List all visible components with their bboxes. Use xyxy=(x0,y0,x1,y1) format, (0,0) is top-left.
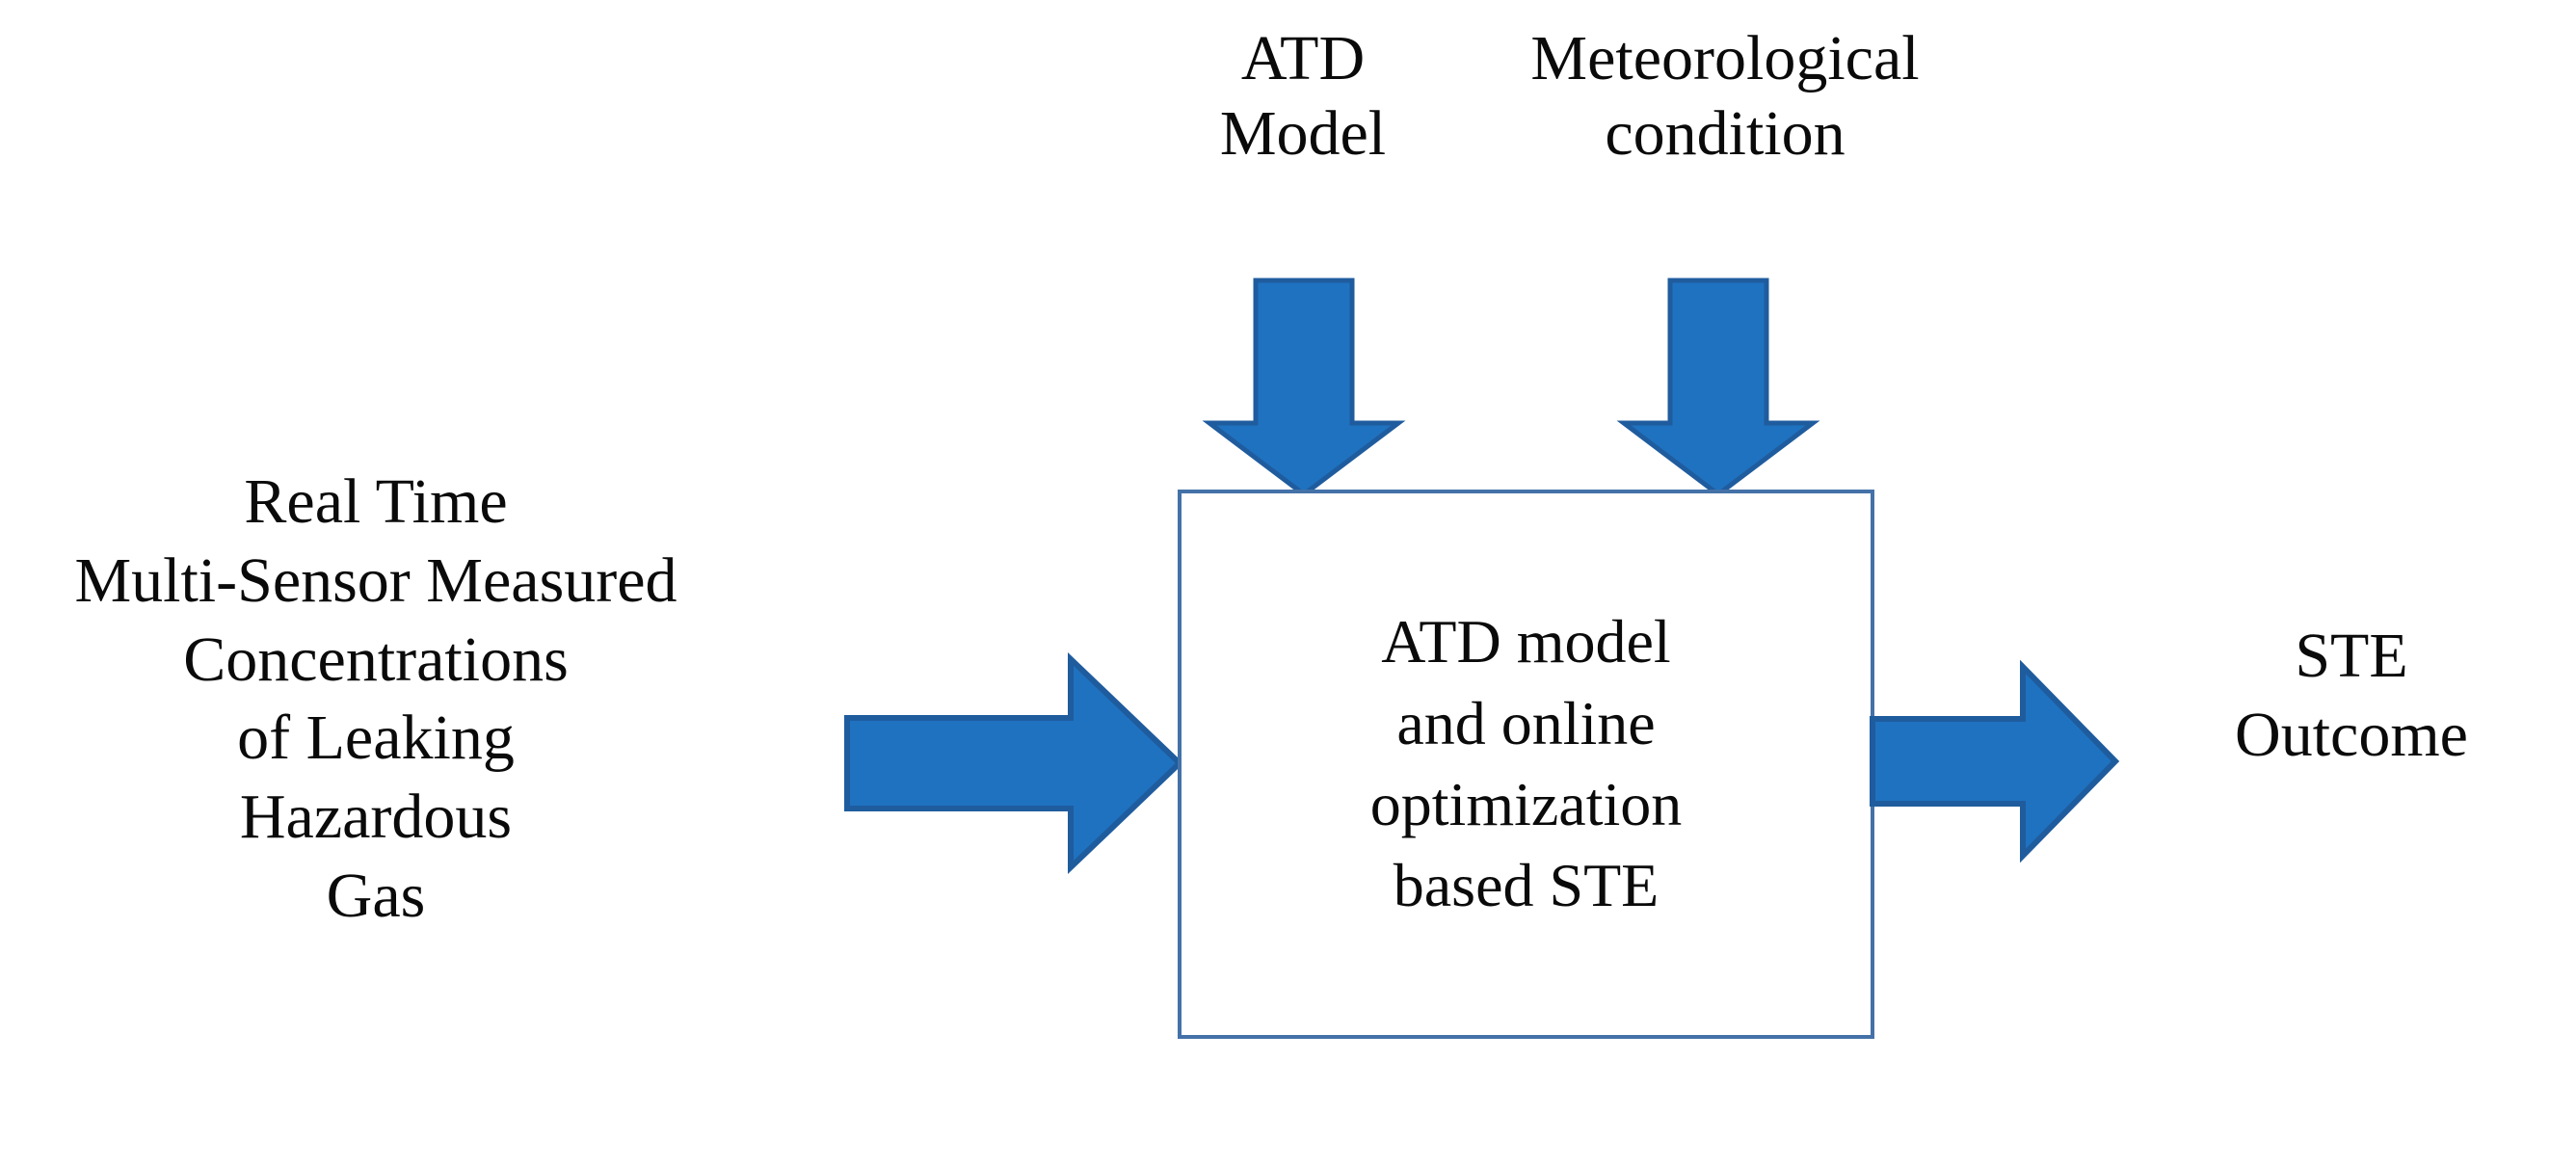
output-label-ste-outcome: STE Outcome xyxy=(2235,621,2468,770)
process-box-label: ATD model and online optimization based … xyxy=(1369,607,1683,920)
arrow-down-atd-icon xyxy=(1202,278,1406,498)
arrow-right-input-icon xyxy=(844,651,1184,875)
input-label-atd-model: ATD Model xyxy=(1219,23,1387,169)
arrow-right-output-icon xyxy=(1870,659,2120,863)
arrow-down-meteorological-icon xyxy=(1616,278,1820,498)
input-label-measured-concentrations: Real Time Multi-Sensor Measured Concentr… xyxy=(74,466,677,932)
input-label-meteorological-condition: Meteorological condition xyxy=(1530,23,1920,169)
process-box: ATD model and online optimization based … xyxy=(1178,490,1874,1039)
